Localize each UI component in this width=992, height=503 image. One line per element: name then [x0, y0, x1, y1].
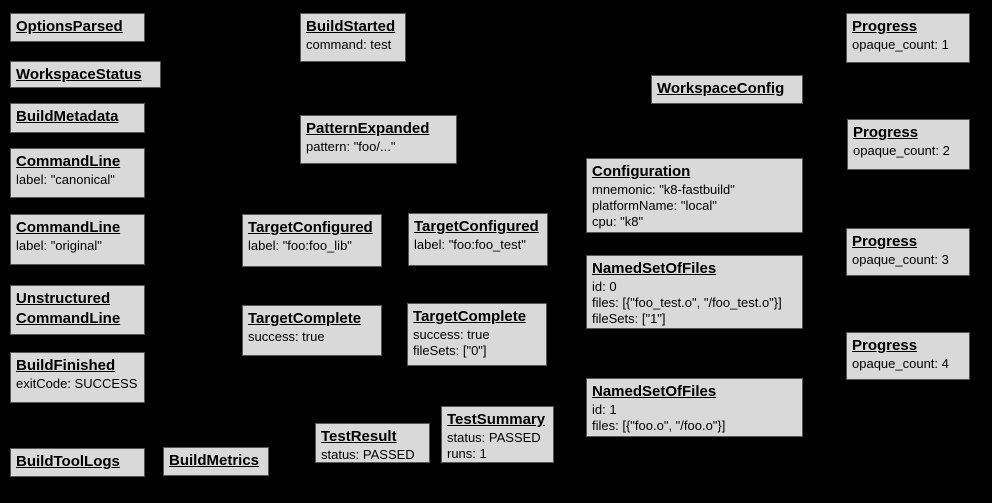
- event-field: mnemonic: "k8-fastbuild": [592, 182, 735, 197]
- event-node-command-line-canonical: CommandLine label: "canonical": [10, 148, 145, 198]
- event-field: id: 1: [592, 402, 617, 417]
- event-node-target-configured-foo-lib: TargetConfigured label: "foo:foo_lib": [242, 214, 382, 267]
- event-title: TargetConfigured: [248, 219, 373, 236]
- event-node-build-metrics: BuildMetrics: [163, 447, 269, 476]
- event-node-command-line-original: CommandLine label: "original": [10, 214, 145, 265]
- event-title: WorkspaceConfig: [657, 80, 785, 97]
- event-field: command: test: [306, 37, 392, 52]
- event-title: Unstructured CommandLine: [16, 290, 121, 327]
- event-node-target-complete-foo-test: TargetComplete success: true fileSets: […: [407, 303, 547, 366]
- event-title: BuildMetrics: [169, 452, 260, 469]
- event-field: opaque_count: 1: [852, 37, 949, 52]
- event-title: NamedSetOfFiles: [592, 383, 717, 400]
- event-title: Progress: [852, 337, 918, 354]
- event-title: TargetConfigured: [414, 218, 539, 235]
- event-title: WorkspaceStatus: [16, 66, 142, 83]
- event-node-target-complete-foo-lib: TargetComplete success: true: [242, 305, 382, 356]
- event-node-progress-2: Progress opaque_count: 2: [847, 119, 970, 170]
- event-field: cpu: "k8": [592, 214, 644, 229]
- event-node-build-tool-logs: BuildToolLogs: [10, 448, 145, 477]
- event-node-workspace-config: WorkspaceConfig: [651, 75, 803, 104]
- event-field: opaque_count: 2: [853, 143, 950, 158]
- event-node-progress-3: Progress opaque_count: 3: [846, 228, 970, 276]
- event-field: opaque_count: 4: [852, 356, 949, 371]
- event-node-build-started: BuildStarted command: test: [300, 13, 406, 62]
- event-field: id: 0: [592, 279, 617, 294]
- event-field: label: "foo:foo_test": [414, 237, 526, 252]
- event-field: exitCode: SUCCESS: [16, 376, 138, 391]
- event-title: TargetComplete: [413, 308, 527, 325]
- event-node-progress-4: Progress opaque_count: 4: [846, 332, 970, 380]
- event-field: platformName: "local": [592, 198, 717, 213]
- event-field: opaque_count: 3: [852, 252, 949, 267]
- event-field: files: [{"foo_test.o", "/foo_test.o"}]: [592, 295, 782, 310]
- event-node-build-metadata: BuildMetadata: [10, 103, 145, 133]
- event-field: label: "original": [16, 238, 102, 253]
- event-field: pattern: "foo/...": [306, 139, 396, 154]
- event-title: PatternExpanded: [306, 120, 430, 137]
- event-field: success: true: [413, 327, 490, 342]
- event-title: BuildToolLogs: [16, 453, 120, 470]
- event-node-options-parsed: OptionsParsed: [10, 13, 145, 42]
- event-title: Progress: [852, 233, 918, 250]
- event-field: label: "foo:foo_lib": [248, 238, 352, 253]
- event-node-progress-1: Progress opaque_count: 1: [846, 13, 970, 63]
- event-title: NamedSetOfFiles: [592, 260, 717, 277]
- event-field: fileSets: ["0"]: [413, 343, 487, 358]
- event-title: BuildStarted: [306, 18, 396, 35]
- event-node-test-result: TestResult status: PASSED: [315, 423, 430, 463]
- event-title: OptionsParsed: [16, 18, 123, 35]
- event-node-pattern-expanded: PatternExpanded pattern: "foo/...": [300, 115, 457, 164]
- event-node-workspace-status: WorkspaceStatus: [10, 61, 161, 88]
- event-field: files: [{"foo.o", "/foo.o"}]: [592, 418, 726, 433]
- event-node-named-set-of-files-0: NamedSetOfFiles id: 0 files: [{"foo_test…: [586, 255, 803, 329]
- event-field: status: PASSED: [447, 430, 541, 445]
- event-title: BuildMetadata: [16, 108, 119, 125]
- event-title: Configuration: [592, 163, 691, 180]
- event-field: label: "canonical": [16, 172, 115, 187]
- event-node-unstructured-command-line: Unstructured CommandLine: [10, 285, 145, 335]
- event-field: fileSets: ["1"]: [592, 311, 666, 326]
- event-node-configuration: Configuration mnemonic: "k8-fastbuild" p…: [586, 158, 803, 233]
- event-title: CommandLine: [16, 153, 121, 170]
- event-title: TestSummary: [447, 411, 546, 428]
- event-title: CommandLine: [16, 219, 121, 236]
- event-node-named-set-of-files-1: NamedSetOfFiles id: 1 files: [{"foo.o", …: [586, 378, 803, 437]
- event-node-target-configured-foo-test: TargetConfigured label: "foo:foo_test": [408, 213, 548, 266]
- event-title: BuildFinished: [16, 357, 116, 374]
- event-title: TestResult: [321, 428, 397, 445]
- event-node-build-finished: BuildFinished exitCode: SUCCESS: [10, 352, 145, 403]
- event-title: TargetComplete: [248, 310, 362, 327]
- event-field: success: true: [248, 329, 325, 344]
- event-title: Progress: [852, 18, 918, 35]
- event-field: status: PASSED: [321, 447, 415, 462]
- event-field: runs: 1: [447, 446, 487, 461]
- event-node-test-summary: TestSummary status: PASSED runs: 1: [441, 406, 554, 463]
- event-title: Progress: [853, 124, 919, 141]
